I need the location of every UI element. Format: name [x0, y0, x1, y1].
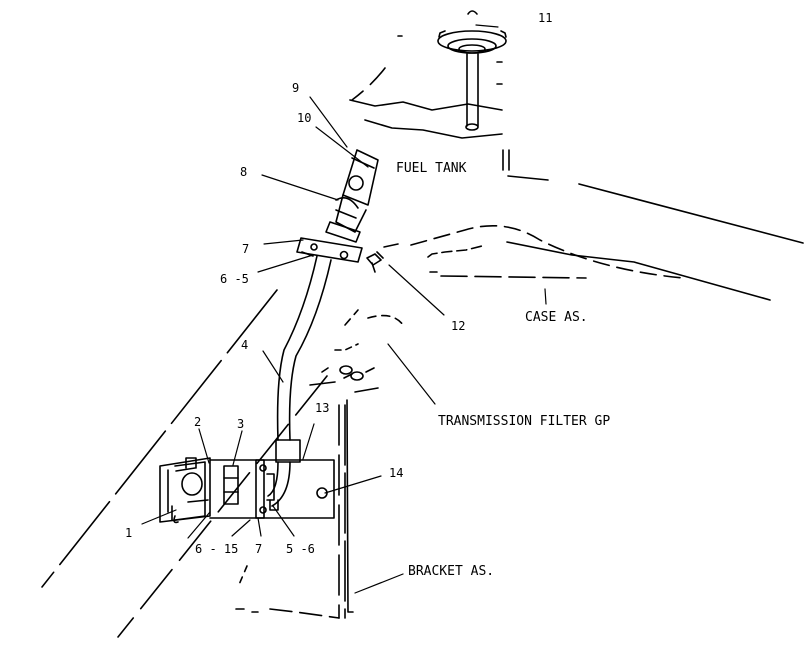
- callout-2: 2: [194, 415, 201, 429]
- callout-8: 8: [240, 165, 247, 179]
- callout-7-bottom: 7: [255, 542, 262, 556]
- callout-13: 13: [315, 401, 329, 415]
- callout-9: 9: [292, 81, 299, 95]
- fuel-tank-outline: [349, 35, 804, 244]
- callout-4: 4: [241, 338, 248, 352]
- callout-7-top: 7: [242, 242, 249, 256]
- callout-6-5: 6 -5: [220, 272, 249, 286]
- valve-body: [296, 149, 379, 263]
- label-fuel-tank: FUEL TANK: [396, 161, 467, 176]
- label-transmission-filter-gp: TRANSMISSION FILTER GP: [438, 414, 610, 429]
- frame-outline: [41, 289, 328, 638]
- callout-1: 1: [125, 526, 132, 540]
- pump-assembly: [159, 457, 279, 524]
- leader-lines: [141, 24, 547, 594]
- callout-12: 12: [451, 319, 465, 333]
- callout-14: 14: [389, 466, 403, 480]
- label-case-as: CASE AS.: [525, 310, 588, 325]
- label-bracket-as: BRACKET AS.: [408, 564, 494, 579]
- hose: [276, 255, 332, 441]
- callout-6-15: 6 - 15: [195, 542, 238, 556]
- fuel-cap-assembly: [437, 10, 507, 131]
- tube-fitting: [366, 251, 384, 273]
- callout-10: 10: [297, 111, 311, 125]
- elbow-fitting: [267, 439, 301, 507]
- callout-3: 3: [237, 417, 244, 431]
- bracket-plate: [255, 459, 335, 519]
- bracket-as-outline: [235, 399, 354, 619]
- case-and-filter-outline: [309, 224, 771, 393]
- callout-11: 11: [538, 11, 552, 25]
- callout-5-6: 5 -6: [286, 542, 315, 556]
